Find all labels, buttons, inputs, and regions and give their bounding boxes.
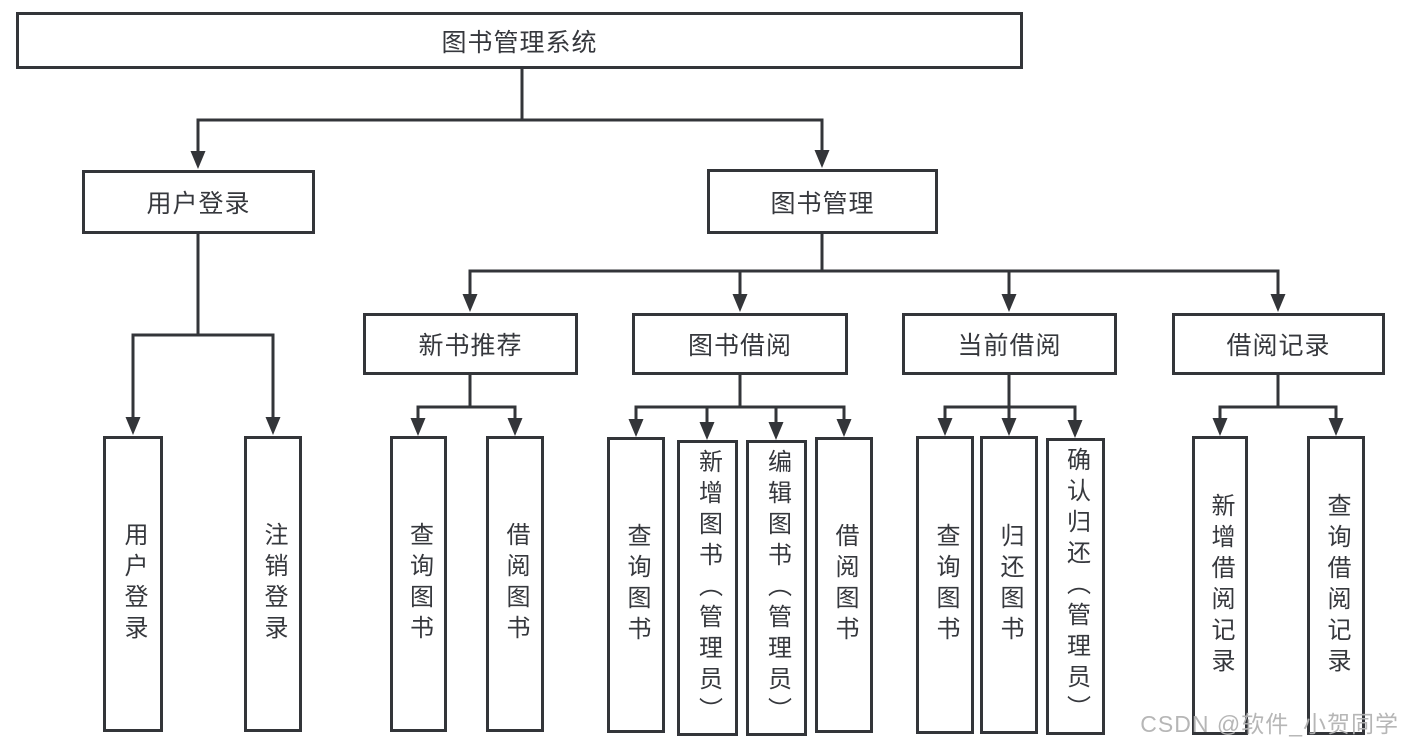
node-label: 借阅记录 [1226, 332, 1331, 360]
arrowhead-icon [410, 418, 426, 436]
node-query-books-recommend: 查询图书 [390, 436, 447, 732]
node-label: 新增借阅记录 [1207, 492, 1234, 679]
arrowhead-icon [1001, 418, 1017, 436]
arrowhead-icon [1001, 294, 1017, 312]
node-edit-books-admin: 编辑图书（管理员） [746, 440, 807, 736]
node-label: 图书管理 [770, 189, 875, 218]
arrowhead-icon [1067, 420, 1083, 438]
node-logout-leaf: 注销登录 [244, 436, 302, 732]
arrowhead-icon [628, 419, 644, 437]
node-label: 新书推荐 [418, 332, 523, 360]
node-label: 查询图书 [623, 523, 650, 647]
arrowhead-icon [1270, 294, 1286, 312]
node-add-books-admin: 新增图书（管理员） [677, 440, 738, 736]
arrowhead-icon [814, 150, 830, 168]
arrowhead-icon [190, 151, 206, 169]
node-add-borrow-record: 新增借阅记录 [1192, 436, 1248, 735]
node-borrow-books-recommend: 借阅图书 [486, 436, 544, 732]
arrowhead-icon [1328, 418, 1344, 436]
node-new-book-recommend: 新书推荐 [363, 313, 578, 375]
node-label: 查询借阅记录 [1323, 492, 1350, 679]
node-label: 新增图书（管理员） [694, 448, 722, 728]
arrowhead-icon [265, 417, 281, 435]
node-book-management: 图书管理 [707, 169, 938, 234]
arrowhead-icon [125, 417, 141, 435]
arrowhead-icon [462, 294, 478, 312]
node-label: 当前借阅 [957, 332, 1062, 360]
connector-path [131, 67, 1338, 428]
node-label: 确认归还（管理员） [1062, 447, 1090, 726]
node-label: 归还图书 [996, 523, 1023, 647]
arrowhead-icon [507, 418, 523, 436]
node-query-borrow-record: 查询借阅记录 [1307, 436, 1365, 735]
node-return-books: 归还图书 [980, 436, 1038, 734]
node-root: 图书管理系统 [16, 12, 1023, 69]
node-borrow-books-borrowing: 借阅图书 [815, 437, 873, 733]
node-book-borrowing: 图书借阅 [632, 313, 848, 375]
node-confirm-return-admin: 确认归还（管理员） [1046, 438, 1105, 735]
node-label: 编辑图书（管理员） [763, 448, 791, 728]
node-label: 图书管理系统 [441, 28, 598, 57]
node-query-books-borrowing: 查询图书 [607, 437, 665, 733]
node-query-books-current: 查询图书 [916, 436, 974, 734]
watermark: CSDN @软件_小贺同学 [1140, 711, 1399, 737]
arrowhead-icon [732, 294, 748, 312]
arrowhead-icon [699, 422, 715, 440]
node-label: 用户登录 [146, 190, 251, 218]
node-label: 用户登录 [120, 522, 147, 646]
arrowhead-icon [768, 422, 784, 440]
node-user-login: 用户登录 [82, 170, 315, 234]
node-label: 借阅图书 [502, 522, 529, 646]
arrowhead-icon [1212, 418, 1228, 436]
node-label: 图书借阅 [687, 332, 792, 360]
node-user-login-leaf: 用户登录 [103, 436, 163, 732]
node-label: 注销登录 [260, 522, 287, 646]
node-label: 查询图书 [405, 522, 433, 646]
node-borrowing-records: 借阅记录 [1172, 313, 1385, 375]
node-label: 查询图书 [932, 523, 959, 647]
arrowhead-icon [836, 419, 852, 437]
arrowhead-icon [937, 418, 953, 436]
node-label: 借阅图书 [831, 523, 858, 647]
node-current-borrowing: 当前借阅 [902, 313, 1117, 375]
